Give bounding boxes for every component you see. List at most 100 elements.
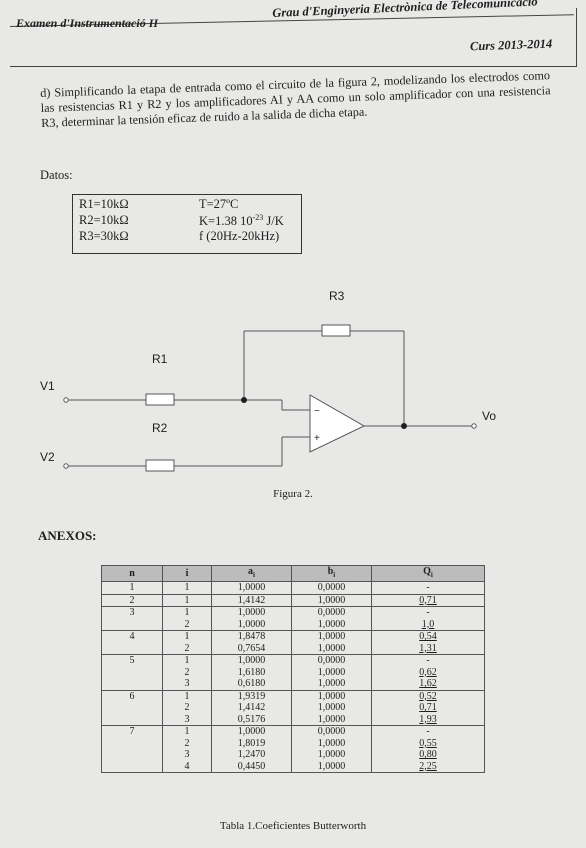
- circuit-figure: R3 R1 R2 V1 V2 Vo − +: [40, 289, 496, 472]
- datos-label: Datos:: [40, 168, 73, 182]
- cell-b: 0,0000: [291, 725, 372, 738]
- cell-i: 3: [162, 713, 212, 726]
- cell-q: -: [371, 654, 485, 667]
- cell-b: 1,0000: [291, 618, 372, 631]
- cell-q: -: [371, 725, 485, 738]
- r1-value: R1=10kΩ: [79, 197, 129, 211]
- bandwidth-value: f (20Hz-20kHz): [199, 229, 280, 243]
- cell-n: [101, 760, 163, 773]
- cell-q: 1,31: [371, 642, 485, 655]
- cell-q: 0,54: [371, 630, 485, 643]
- cell-n: [101, 702, 163, 714]
- cell-i: 2: [162, 642, 212, 655]
- question-text: d) Simplificando la etapa de entrada com…: [40, 68, 551, 130]
- cell-i: 2: [162, 737, 212, 749]
- course-title: Examen d'Instrumentació II: [16, 16, 159, 30]
- cell-i: 1: [162, 581, 212, 594]
- cell-n: 3: [101, 606, 163, 619]
- table-caption: Tabla 1.Coeficientes Butterworth: [219, 820, 367, 832]
- cell-q: 1,0: [371, 618, 485, 631]
- cell-b: 0,0000: [291, 654, 372, 667]
- cell-b: 1,0000: [291, 760, 372, 773]
- temperature-value: T=27ºC: [199, 197, 239, 211]
- cell-q: 0,80: [371, 749, 485, 761]
- cell-a: 1,4142: [211, 593, 292, 607]
- cell-n: [101, 713, 163, 726]
- cell-a: 1,0000: [211, 581, 292, 594]
- cell-n: [101, 618, 163, 631]
- cell-b: 1,0000: [291, 678, 372, 690]
- cell-n: 7: [101, 725, 163, 738]
- cell-q: -: [371, 606, 485, 619]
- v2-label: V2: [40, 450, 55, 464]
- cell-a: 1,4142: [211, 702, 292, 714]
- cell-n: 6: [101, 689, 163, 702]
- table-header-row: n i ai bi Qi: [101, 565, 485, 582]
- cell-q: 0,52: [371, 689, 485, 702]
- cell-q: -: [371, 581, 485, 594]
- cell-b: 0,0000: [291, 581, 372, 594]
- cell-a: 0,5176: [211, 713, 292, 726]
- cell-q: 1,62: [371, 678, 485, 690]
- inverting-sign: −: [314, 406, 320, 417]
- cell-i: 1: [162, 593, 212, 607]
- cell-a: 1,9319: [211, 689, 292, 702]
- noninverting-sign: +: [314, 433, 320, 444]
- cell-n: [101, 642, 163, 655]
- cell-q: 2,25: [371, 760, 485, 773]
- cell-b: 0,0000: [291, 606, 372, 619]
- cell-i: 1: [162, 606, 212, 619]
- vo-label: Vo: [482, 409, 496, 423]
- cell-q: 0,62: [371, 666, 485, 678]
- data-box: R1=10kΩ R2=10kΩ R3=30kΩ T=27ºC K=1.38 10…: [72, 194, 302, 254]
- academic-year: Curs 2013-2014: [469, 36, 553, 54]
- r3-value: R3=30kΩ: [79, 229, 129, 243]
- cell-a: 1,2470: [211, 749, 292, 761]
- r2-value: R2=10kΩ: [79, 213, 129, 227]
- r2-label: R2: [152, 421, 168, 435]
- cell-i: 2: [162, 618, 212, 631]
- cell-a: 1,0000: [211, 618, 292, 631]
- cell-i: 3: [162, 749, 212, 761]
- cell-i: 4: [162, 760, 212, 773]
- cell-n: [101, 749, 163, 761]
- cell-n: 1: [101, 581, 163, 594]
- cell-a: 1,8478: [211, 630, 292, 643]
- r1-label: R1: [152, 352, 168, 366]
- cell-b: 1,0000: [291, 666, 372, 678]
- cell-i: 1: [162, 689, 212, 702]
- cell-b: 1,0000: [291, 689, 372, 702]
- cell-a: 1,8019: [211, 737, 292, 749]
- cell-i: 2: [162, 702, 212, 714]
- cell-i: 1: [162, 725, 212, 738]
- cell-b: 1,0000: [291, 630, 372, 643]
- col-b: bi: [291, 565, 372, 582]
- boltzmann-value: K=1.38 10-23 J/K: [199, 213, 284, 229]
- cell-b: 1,0000: [291, 593, 372, 607]
- anexos-heading: ANEXOS:: [38, 528, 97, 543]
- cell-a: 1,6180: [211, 666, 292, 678]
- cell-a: 0,4450: [211, 760, 292, 773]
- r3-label: R3: [329, 289, 345, 303]
- col-i: i: [162, 565, 212, 582]
- cell-b: 1,0000: [291, 713, 372, 726]
- v1-label: V1: [40, 379, 55, 393]
- cell-n: 5: [101, 654, 163, 667]
- col-n: n: [101, 565, 163, 582]
